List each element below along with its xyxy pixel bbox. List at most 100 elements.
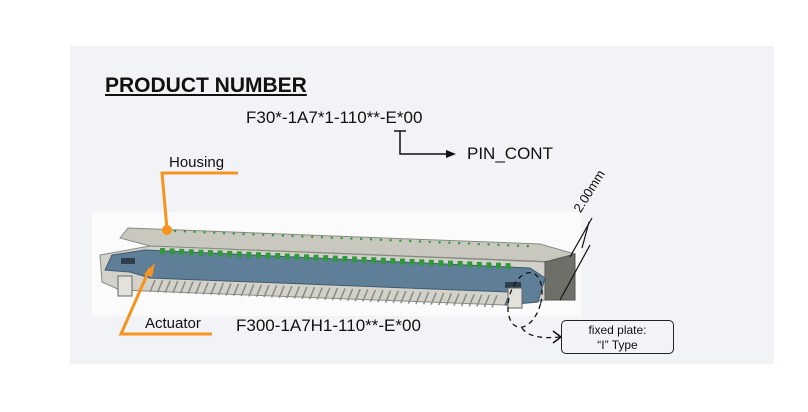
contact-tip [232,232,235,235]
contact-tip [369,238,373,241]
contact-tip [379,238,382,242]
contact-tip [213,231,216,234]
contact-tooth [156,280,164,293]
contact-pin [390,258,396,265]
contact-pin [361,256,367,263]
contact-pin [438,260,444,267]
contact-tip [448,241,451,244]
contact-tip [193,230,196,234]
contact-tooth [384,290,392,303]
contact-pin [342,255,348,262]
contact-tip [477,242,480,246]
contact-tooth [194,281,202,295]
contact-pin [352,256,357,263]
actuator-callout-line [118,267,212,336]
contact-tip [399,239,402,242]
actuator-callout-arrowhead [144,263,155,277]
contact-tooth [331,287,339,301]
contact-teeth-row [149,279,498,308]
contact-pin [457,261,463,268]
contact-tooth [172,280,179,294]
contact-pin [409,258,415,265]
fixed-plate-pointer-arrow [521,327,561,339]
contact-tip [242,232,245,236]
contact-tip [281,234,284,237]
contact-pin [179,248,185,255]
contact-tooth [301,286,308,300]
contact-tooth [346,288,354,302]
contact-pin [371,257,377,264]
contact-tooth [377,289,384,303]
actuator-label: Actuator [145,315,201,332]
housing-callout-line [160,171,238,230]
fixed-plate-right [507,287,523,309]
housing-right-side [544,253,576,301]
contact-tooth [438,292,445,306]
contact-pin [208,250,213,257]
contact-pin [486,262,492,269]
contact-tip [458,241,461,245]
contact-tip [360,237,363,241]
contact-tooth [460,293,468,307]
housing-label: Housing [169,154,225,171]
contact-tooth [445,292,453,306]
contact-tooth [308,286,316,300]
contact-tooth [240,283,247,297]
contact-tooth [491,295,498,308]
contact-tooth [476,294,483,307]
contact-tip [438,241,441,244]
contact-tip [350,237,353,240]
pin-count-label: PIN_CONT [467,144,553,163]
contact-tooth [278,285,285,299]
contact-pin [505,263,511,270]
contact-pin [227,250,233,257]
contact-tip [516,244,520,247]
contact-tip [497,243,500,247]
contact-tooth [400,290,407,304]
pin-count-arrow-line [399,131,448,155]
contact-pin [400,258,405,265]
generic-part-number: F30*-1A7*1-110**-E*00 [246,108,423,127]
contact-tooth [316,287,323,300]
pin-count-arrowhead [446,150,456,158]
contact-tip [271,234,275,237]
contact-tooth [369,289,377,303]
contact-tooth [483,294,491,308]
contact-tip [526,244,529,248]
contact-tip [252,233,255,236]
fixed-plate-left [117,275,133,297]
contact-tooth [422,291,430,305]
contact-pin [304,254,309,261]
contact-tip [291,234,294,238]
contact-pin [313,254,319,261]
contact-tooth [270,285,278,298]
fixed-plate-line1: fixed plate: [588,323,647,337]
contact-tip [183,230,186,233]
contact-tooth [324,287,331,301]
contact-tooth [415,291,422,305]
contact-tip [467,242,471,245]
contact-tooth [453,293,460,306]
contact-tooth [286,285,293,299]
fixed-plate-note: fixed plate: “I” Type [561,320,674,354]
contact-tooth [354,288,361,302]
contact-tooth [255,284,263,298]
actuator-marking-left [121,258,135,264]
contact-tip [409,239,412,243]
contact-pin [160,248,165,254]
fixed-plate-line2: “I” Type [597,338,638,352]
contact-tooth [179,281,187,294]
contact-tooth [248,284,255,297]
contact-tip [320,236,324,239]
contact-pin [323,255,329,262]
contact-tooth [232,283,240,297]
contact-pin [275,253,281,260]
contact-tooth [339,288,346,301]
contact-row [160,229,529,270]
contact-pin [198,249,204,256]
contact-tip [311,235,314,239]
contact-pin [246,251,252,258]
contact-tip [203,231,206,234]
contact-tip [330,236,333,239]
contact-pin [256,252,261,259]
